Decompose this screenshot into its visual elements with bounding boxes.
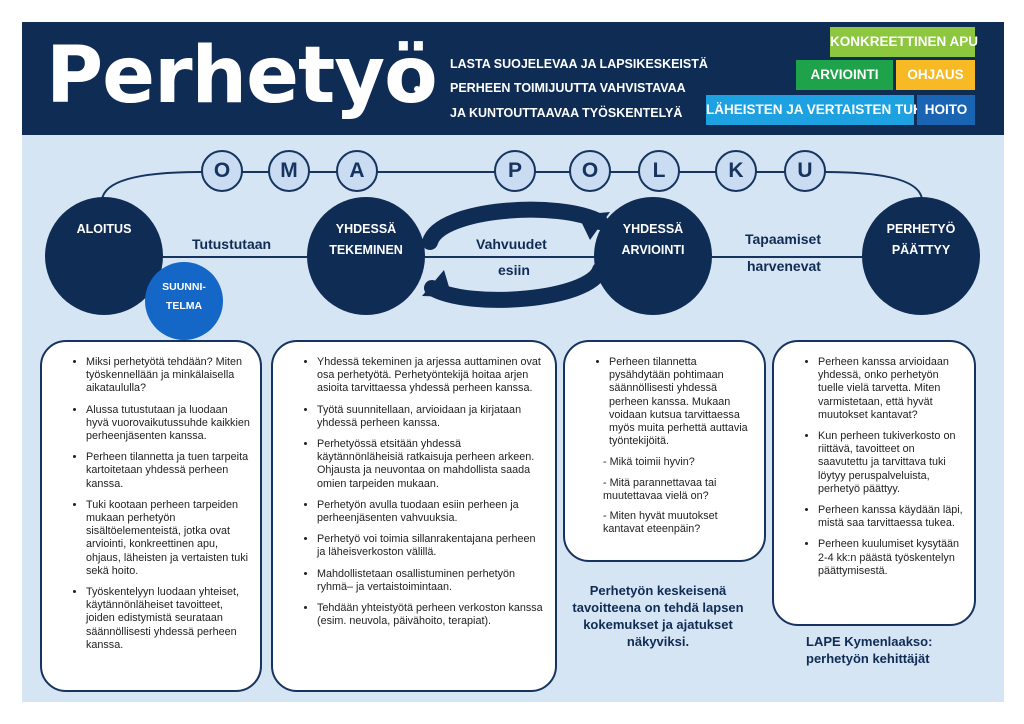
tag-konkreettinen-apu: KONKREETTINEN APU <box>830 27 978 57</box>
box-perhetyo-paattyy: Perheen kanssa arvioidaan yhdessä, onko … <box>772 340 976 626</box>
list-item: Alussa tutustutaan ja luodaan hyvä vuoro… <box>86 404 250 444</box>
path-letter-k: K <box>715 150 757 192</box>
list-item: Työskentelyyn luodaan yhteiset, käytännö… <box>86 586 250 652</box>
label-esiin: esiin <box>498 262 530 278</box>
stage-suunnitelma: SUUNNI- TELMA <box>145 262 223 340</box>
list-item: Tuki kootaan perheen tarpeiden mukaan pe… <box>86 499 250 578</box>
list-item: Perheen tilannetta pysähdytään pohtimaan… <box>609 356 754 448</box>
label-vahvuudet: Vahvuudet <box>476 236 547 252</box>
path-letter-o: O <box>569 150 611 192</box>
goal-statement: Perhetyön keskeisenä tavoitteena on tehd… <box>572 583 744 649</box>
list-item: Perheen kuulumiset kysytään 2-4 kk:n pää… <box>818 538 964 578</box>
lape-credit: LAPE Kymenlaakso: perhetyön kehittäjät <box>806 634 933 666</box>
list-item: Kun perheen tukiverkosto on riittävä, ta… <box>818 430 964 496</box>
page-title: Perhetyö <box>46 31 438 121</box>
path-letter-a: A <box>336 150 378 192</box>
subtitle-line-2: PERHEEN TOIMIJUUTTA VAHVISTAVAA <box>450 81 686 95</box>
cycle-arrowhead-bottom <box>422 270 452 297</box>
stage-perhetyo-paattyy: PERHETYÖ PÄÄTTYY <box>862 197 980 315</box>
list-item: Miksi perhetyötä tehdään? Miten työskenn… <box>86 356 250 396</box>
list-item: Perheen tilannetta ja tuen tarpeita kart… <box>86 451 250 491</box>
path-letter-l: L <box>638 150 680 192</box>
box-aloitus: Miksi perhetyötä tehdään? Miten työskenn… <box>40 340 262 692</box>
path-letter-p: P <box>494 150 536 192</box>
question-item: - Mitä parannettavaa tai muutettavaa vie… <box>603 476 717 502</box>
path-letter-u: U <box>784 150 826 192</box>
path-letter-o: O <box>201 150 243 192</box>
stage-aloitus: ALOITUS <box>45 197 163 315</box>
path-letter-m: M <box>268 150 310 192</box>
tag-ohjaus: OHJAUS <box>896 60 975 90</box>
label-tapaamiset: Tapaamiset <box>745 231 821 247</box>
stage-yhdessa-arviointi: YHDESSÄ ARVIOINTI <box>594 197 712 315</box>
list-item: Perhetyö voi toimia sillanrakentajana pe… <box>317 533 545 559</box>
subtitle-line-1: LASTA SUOJELEVAA JA LAPSIKESKEISTÄ <box>450 57 708 71</box>
bullet-dot <box>414 86 420 92</box>
list-item: Tehdään yhteistyötä perheen verkoston ka… <box>317 602 545 628</box>
question-item: - Mikä toimii hyvin? <box>603 456 695 469</box>
stage-yhdessa-tekeminen: YHDESSÄ TEKEMINEN <box>307 197 425 315</box>
list-item: Perhetyössä etsitään yhdessä käytännönlä… <box>317 438 545 491</box>
label-tutustutaan: Tutustutaan <box>192 236 272 252</box>
tag-hoito: HOITO <box>917 95 975 125</box>
box-yhdessa-arviointi: Perheen tilannetta pysähdytään pohtimaan… <box>563 340 766 562</box>
list-item: Yhdessä tekeminen ja arjessa auttaminen … <box>317 356 545 396</box>
bullet-dot <box>414 62 420 68</box>
cycle-arrowhead-top <box>578 212 610 240</box>
question-item: - Miten hyvät muutokset kantavat eteenpä… <box>603 510 718 536</box>
list-item: Mahdollistetaan osallistuminen perhetyön… <box>317 568 545 594</box>
box-yhdessa-tekeminen: Yhdessä tekeminen ja arjessa auttaminen … <box>271 340 557 692</box>
list-item: Perhetyön avulla tuodaan esiin perheen j… <box>317 499 545 525</box>
tag-arviointi: ARVIOINTI <box>796 60 893 90</box>
subtitle-line-3: JA KUNTOUTTAAVAA TYÖSKENTELYÄ <box>450 106 683 120</box>
list-item: Työtä suunnitellaan, arvioidaan ja kirja… <box>317 404 545 430</box>
list-item: Perheen kanssa arvioidaan yhdessä, onko … <box>818 356 964 422</box>
label-harvenevat: harvenevat <box>747 258 821 274</box>
list-item: Perheen kanssa käydään läpi, mistä saa t… <box>818 504 964 530</box>
tag-laheisten-ja-vertaisten-tuki: LÄHEISTEN JA VERTAISTEN TUKI <box>706 95 927 125</box>
